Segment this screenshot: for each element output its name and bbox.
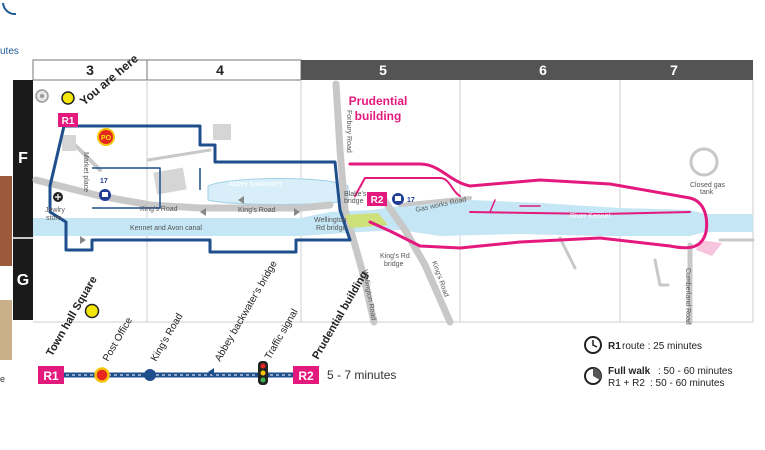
- wellington-bridge-label-1: Wellington: [314, 217, 347, 224]
- row-label-g: G: [17, 272, 29, 289]
- clock-fragment-icon: [2, 2, 17, 16]
- kings-rd-bridge-label-2: bridge: [384, 261, 404, 268]
- abbey-backwater-label: Abbey backwater: [228, 181, 282, 188]
- legend-full-walk-label: Full walk: [608, 366, 651, 377]
- route-stop-prudential: Prudential building: [310, 269, 370, 361]
- legend-full-walk-text: : 50 - 60 minutes: [658, 366, 732, 377]
- building-block: [62, 135, 76, 151]
- route-end-label: R2: [298, 369, 314, 383]
- side-text-fragment: e: [0, 374, 5, 384]
- photo-fragment: [0, 176, 12, 266]
- you-are-here-icon: [61, 91, 75, 105]
- bridge-stop-icon: [208, 368, 214, 376]
- post-office-stop-icon: [94, 367, 110, 383]
- route-stop-kings-road: King's Road: [149, 312, 185, 364]
- column-label-5: 5: [379, 62, 387, 78]
- route-end-badge: [293, 366, 319, 384]
- column-label-6: 6: [539, 62, 547, 78]
- jewlry-store-label-1: Jewlry: [45, 207, 65, 214]
- kings-road-label-1: King's Road: [140, 206, 178, 213]
- prudential-title-line1: Prudential: [349, 94, 408, 108]
- blakes-bridge-label-1: Blake's: [344, 191, 367, 198]
- r2-walking-route: [348, 162, 709, 250]
- r1-start-badge: [58, 113, 78, 127]
- bus-glyph: [102, 192, 108, 197]
- r1-start-label: R1: [62, 116, 75, 127]
- column-header: 3 4 5 6 7: [32, 59, 753, 81]
- photo-fragment-lower: [0, 300, 12, 360]
- column-label-4: 4: [216, 62, 224, 78]
- route-stop-traffic-signal: Traffic signal: [263, 307, 301, 361]
- legend-r1-label: R1: [608, 341, 621, 352]
- arrow-marker: [294, 208, 300, 216]
- you-are-here-legend-icon: [84, 303, 100, 319]
- river-kennet-label: River Kennet: [570, 213, 611, 220]
- closed-gas-tank-label-2: tank: [700, 189, 714, 196]
- signal-green: [260, 377, 266, 383]
- bus-stop-number-2: 17: [407, 197, 415, 204]
- arrow-marker: [80, 236, 86, 244]
- bus-stop-number: 17: [100, 178, 108, 185]
- closed-gas-tank-icon: [689, 147, 719, 177]
- wellington-bridge-label-2: Rd bridge: [316, 225, 346, 232]
- building-block: [153, 167, 187, 195]
- legend-r1-text: route : 25 minutes: [622, 341, 702, 352]
- header-dark-section: [301, 60, 753, 80]
- legend-r1r2-text: : 50 - 60 minutes: [650, 378, 724, 389]
- row-band-bar: [13, 80, 33, 320]
- bus-glyph-2: [395, 196, 401, 201]
- r2-label: R2: [371, 195, 384, 206]
- closed-gas-tank-label-1: Closed gas: [690, 182, 726, 189]
- cumberland-road-label: Cumberland Road: [684, 268, 691, 325]
- signal-red: [260, 363, 266, 369]
- row-band: F G: [13, 80, 33, 320]
- legend: R1 route : 25 minutes Full walk : 50 - 6…: [584, 336, 732, 389]
- column-label-3: 3: [86, 62, 94, 78]
- market-place-label: Market place: [82, 152, 89, 192]
- blakes-bridge-label-2: bridge: [344, 198, 364, 205]
- kings-road-label-2: King's Road: [238, 207, 276, 214]
- row-label-f: F: [18, 150, 28, 167]
- arrow-marker: [200, 208, 206, 216]
- corner-text: utes: [0, 46, 19, 57]
- buildings: [62, 124, 231, 195]
- r1-walking-route: [48, 124, 352, 254]
- kennet-avon-canal-label: Kennet and Avon canal: [130, 225, 202, 232]
- jewlry-store-label-2: store: [46, 215, 62, 222]
- clock-fill: [593, 367, 602, 380]
- left-edge-fragments: utes e: [0, 2, 19, 384]
- kings-rd-bridge-label-1: King's Rd: [380, 253, 410, 260]
- route-time-label: 5 - 7 minutes: [327, 368, 396, 382]
- route-start-badge: [38, 366, 64, 384]
- signal-amber: [260, 370, 266, 376]
- location-target-dot: [40, 94, 44, 98]
- clock-hands: [592, 340, 598, 348]
- building-block: [213, 124, 231, 140]
- post-office-label: PO: [101, 135, 112, 142]
- route-stop-post-office: Post Office: [101, 315, 135, 363]
- kings-road-stop-icon: [144, 369, 156, 381]
- legend-r1r2-label: R1 + R2: [608, 378, 645, 389]
- jewlry-glyph: [55, 194, 61, 200]
- arrow-marker: [238, 196, 244, 204]
- forbury-road-label: Forbury Road: [345, 110, 352, 153]
- r2-badge: [367, 192, 387, 206]
- prudential-title-line2: building: [355, 109, 402, 123]
- post-office-icon: [97, 128, 115, 146]
- column-label-7: 7: [670, 62, 678, 78]
- road-network: [32, 80, 755, 326]
- header-light-section: [32, 59, 302, 81]
- route-start-label: R1: [43, 369, 59, 383]
